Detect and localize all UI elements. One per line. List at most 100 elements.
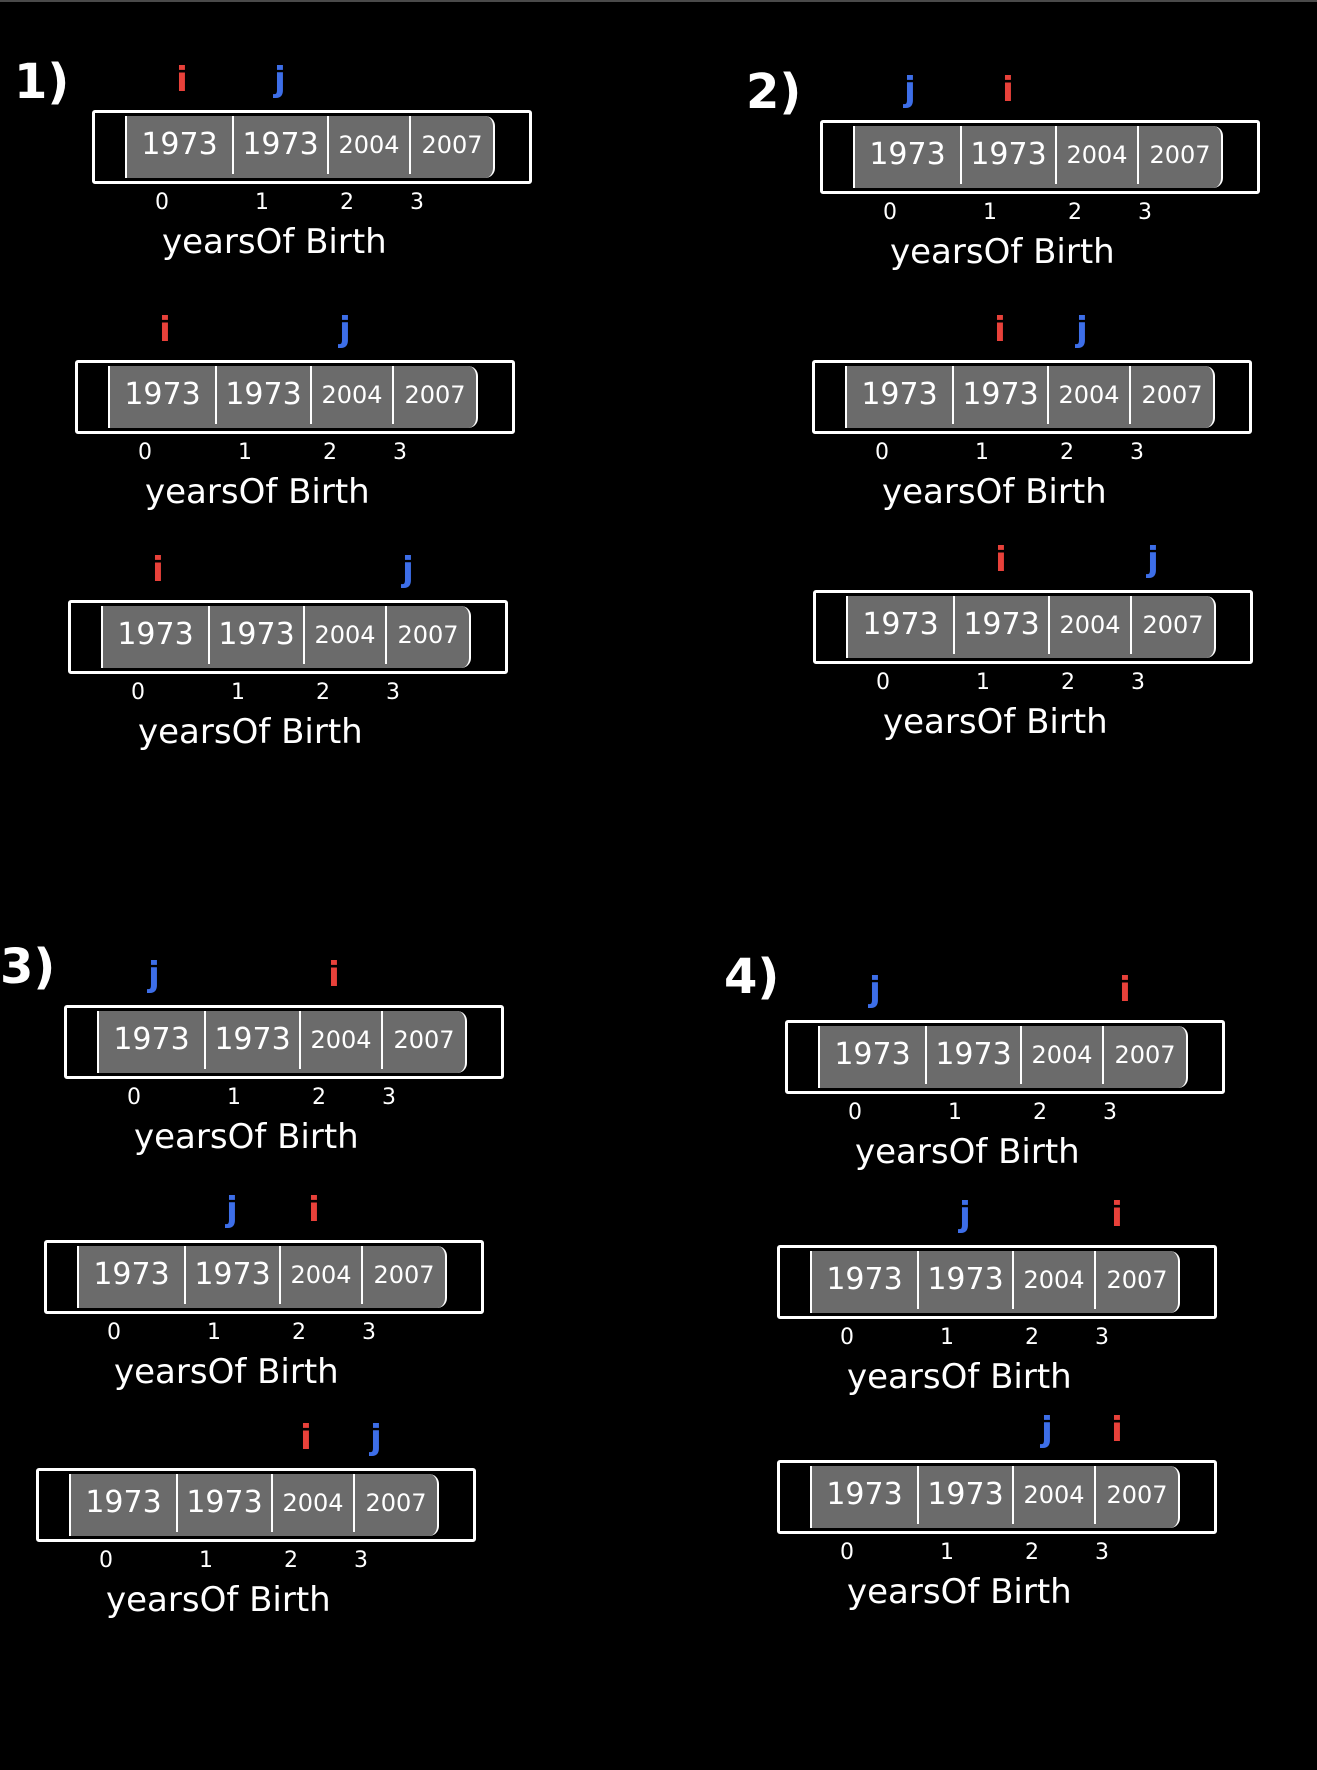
array-cell: 2004: [279, 1246, 361, 1304]
array-index: 0: [107, 1320, 121, 1345]
array-cell: 2004: [303, 606, 385, 664]
panel-number-2: 2): [746, 64, 802, 120]
array-index: 0: [875, 440, 889, 465]
array-cell: 2007: [1129, 366, 1213, 424]
array-index: 2: [1060, 440, 1074, 465]
j-pointer: j: [1041, 1410, 1053, 1450]
array-index: 2: [1033, 1100, 1047, 1125]
array-cell: 2004: [1055, 126, 1137, 184]
array-cell: 2007: [1137, 126, 1221, 184]
top-divider: [0, 0, 1317, 2]
array-cell: 1973: [176, 1474, 271, 1532]
i-pointer: i: [1111, 1410, 1123, 1450]
array-index: 3: [1131, 670, 1145, 695]
array-index: 2: [292, 1320, 306, 1345]
array-index: 0: [138, 440, 152, 465]
array-index: 2: [316, 680, 330, 705]
array-index: 0: [99, 1548, 113, 1573]
array-index: 1: [199, 1548, 213, 1573]
array-index: 0: [848, 1100, 862, 1125]
array-name: yearsOf Birth: [890, 232, 1115, 272]
array-cell: 2007: [1094, 1251, 1178, 1309]
array-cell: 2007: [1130, 596, 1214, 654]
array-cell: 1973: [232, 116, 327, 174]
array-cell: 2007: [409, 116, 493, 174]
array-index: 0: [840, 1540, 854, 1565]
array-cell: 2004: [310, 366, 392, 424]
array-index: 1: [976, 670, 990, 695]
i-pointer: i: [300, 1418, 312, 1458]
array-name: yearsOf Birth: [138, 712, 363, 752]
j-pointer: j: [1147, 540, 1159, 580]
array-cell: 1973: [953, 596, 1048, 654]
array-cell: 1973: [826, 1477, 903, 1512]
array-cell: 1973: [960, 126, 1055, 184]
array-index: 2: [1025, 1325, 1039, 1350]
array-index: 1: [983, 200, 997, 225]
array-index: 3: [354, 1548, 368, 1573]
array-cell: 1973: [204, 1011, 299, 1069]
array-cell: 2004: [327, 116, 409, 174]
array-index: 1: [940, 1540, 954, 1565]
array-cell: 2004: [299, 1011, 381, 1069]
array-name: yearsOf Birth: [106, 1580, 331, 1620]
array-index: 1: [948, 1100, 962, 1125]
array-index: 0: [840, 1325, 854, 1350]
i-pointer: i: [328, 955, 340, 995]
j-pointer: j: [370, 1418, 382, 1458]
array-index: 1: [238, 440, 252, 465]
array-name: yearsOf Birth: [847, 1357, 1072, 1397]
array-index: 2: [1061, 670, 1075, 695]
array-cell: 1973: [917, 1466, 1012, 1524]
array-index: 2: [312, 1085, 326, 1110]
j-pointer: j: [226, 1190, 238, 1230]
array-cell: 2007: [381, 1011, 465, 1069]
i-pointer: i: [152, 550, 164, 590]
panel-number-1: 1): [14, 54, 70, 110]
array-index: 1: [231, 680, 245, 705]
i-pointer: i: [995, 540, 1007, 580]
i-pointer: i: [1119, 970, 1131, 1010]
array-cell: 1973: [861, 377, 938, 412]
array-cell: 2004: [271, 1474, 353, 1532]
array-index: 2: [1025, 1540, 1039, 1565]
array-cell: 1973: [862, 607, 939, 642]
array-index: 3: [1103, 1100, 1117, 1125]
array-name: yearsOf Birth: [882, 472, 1107, 512]
array-name: yearsOf Birth: [114, 1352, 339, 1392]
array-cell: 1973: [826, 1262, 903, 1297]
array-cell: 2004: [1012, 1251, 1094, 1309]
array-name: yearsOf Birth: [145, 472, 370, 512]
array-cell: 1973: [215, 366, 310, 424]
array-index: 3: [1130, 440, 1144, 465]
array-cell: 2007: [361, 1246, 445, 1304]
j-pointer: j: [959, 1195, 971, 1235]
array-name: yearsOf Birth: [847, 1572, 1072, 1612]
array-cell: 2004: [1047, 366, 1129, 424]
array-name: yearsOf Birth: [162, 222, 387, 262]
j-pointer: j: [869, 970, 881, 1010]
array-name: yearsOf Birth: [883, 702, 1108, 742]
array-index: 3: [393, 440, 407, 465]
array-cell: 1973: [184, 1246, 279, 1304]
i-pointer: i: [159, 310, 171, 350]
